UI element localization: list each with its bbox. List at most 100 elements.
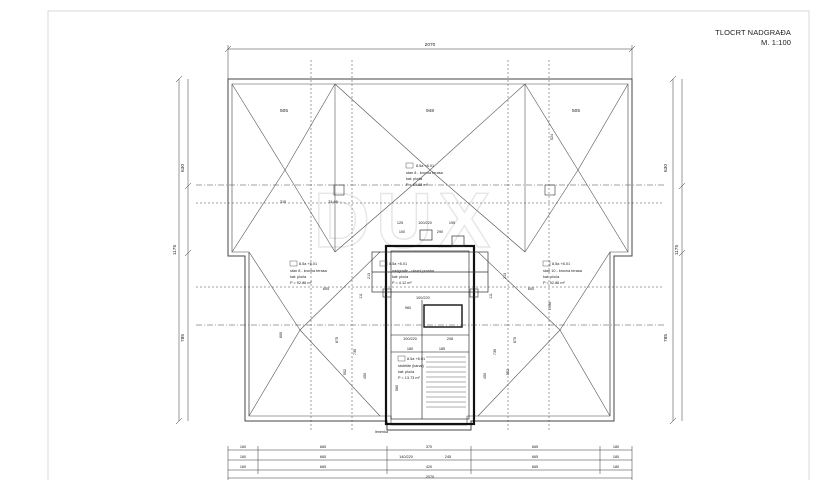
- roof-hips: [231, 83, 629, 417]
- dim-bottom-r2-1: 160: [240, 455, 246, 459]
- left-vertical-dims: [175, 75, 192, 425]
- dim-top-seg2: 948: [426, 108, 434, 114]
- dim-bottom-r2-3: 140/220: [399, 455, 413, 459]
- dim-bottom-r3-5: 180: [613, 465, 619, 469]
- dim-inner-right8: 450: [483, 373, 487, 379]
- dim-bottom-r2-6: 180: [613, 455, 619, 459]
- dim-bottom-r3-4: 665: [532, 465, 538, 469]
- dim-stair-inner1: 960: [405, 306, 411, 310]
- svg-text:P = 80.88 m²: P = 80.88 m²: [406, 183, 429, 187]
- dim-stair-inner2: 100/220: [403, 337, 417, 341]
- dim-overall-width: 2070: [425, 42, 436, 48]
- dim-inner-left6: 735: [353, 349, 357, 355]
- dim-inner-left7: 552: [343, 369, 347, 375]
- dim-inner-left1: 605: [323, 287, 329, 291]
- dim-bottom-r1-3: 370: [426, 445, 432, 449]
- svg-text:P = 92.86 m²: P = 92.86 m²: [543, 281, 566, 285]
- dim-inner-right4: 1998: [548, 302, 552, 310]
- dim-right-v1: 630: [663, 164, 669, 172]
- svg-text:stan 10 - krovna terasa: stan 10 - krovna terasa: [543, 269, 583, 273]
- sheet-border: [47, 10, 810, 480]
- dim-inner-left4: 600: [279, 332, 283, 338]
- dim-bottom-r3-3: 420: [426, 465, 432, 469]
- svg-text:8.5a +8.01: 8.5a +8.01: [416, 164, 434, 168]
- svg-text:P = 13.73 m²: P = 13.73 m²: [398, 376, 421, 380]
- dim-inner-left8: 450: [363, 373, 367, 379]
- dim-inner-left3: 213: [367, 273, 371, 279]
- dim-inner-left2: 111: [359, 293, 363, 299]
- dim-stair-top2: 100/220: [418, 221, 432, 225]
- top-dimension: [224, 45, 636, 80]
- dim-inner-left5: 875: [335, 337, 339, 343]
- svg-text:kat: ploča: kat: ploča: [398, 370, 415, 374]
- svg-text:nadgrađe - ulazni prostor: nadgrađe - ulazni prostor: [392, 269, 435, 273]
- stair-core: [384, 244, 476, 426]
- dim-stair-inner4: 208: [447, 337, 453, 341]
- dim-bottom-r1-5: 180: [613, 445, 619, 449]
- dim-overall-bottom: 2070: [426, 475, 434, 479]
- room-label-r2: 8.5a +8.01 stan 8 - krovna terasa kat: p…: [289, 260, 328, 285]
- dim-bottom-r1-4: 665: [532, 445, 538, 449]
- dim-inner-right2: 111: [489, 293, 493, 299]
- section-lines: [196, 60, 664, 430]
- dim-misc-315: 315: [280, 200, 286, 204]
- room-label-r5: 8.5a +8.01 stubište (kanal) kat: ploča P…: [397, 355, 425, 380]
- room-label-r1: 8.5a +8.01 stan 8 - krovna terasa kat: p…: [405, 162, 444, 187]
- room-label-r4: 8.5a +8.01 stan 10 - krovna terasa kat: …: [542, 260, 583, 285]
- bottom-dims: [227, 446, 633, 480]
- svg-text:kat: ploča: kat: ploča: [392, 275, 409, 279]
- svg-text:8.5a +8.01: 8.5a +8.01: [299, 262, 317, 266]
- dim-inner-right1: 600: [528, 287, 534, 291]
- dim-bottom-r2-2: 665: [320, 455, 326, 459]
- right-vertical-dims: [669, 75, 686, 425]
- room-label-r3: 8.5a +8.01 nadgrađe - ulazni prostor kat…: [379, 260, 435, 285]
- title-block: TLOCRT NADGRAĐA M. 1:100: [715, 28, 791, 48]
- watermark: DUX: [314, 176, 497, 264]
- dim-bottom-r2-5: 665: [532, 455, 538, 459]
- svg-text:kat: ploča: kat: ploča: [543, 275, 560, 279]
- stair-note: limenka: [375, 430, 389, 434]
- svg-text:8.5a +8.01: 8.5a +8.01: [389, 262, 407, 266]
- svg-text:stan 8 - krovna terasa: stan 8 - krovna terasa: [290, 269, 328, 273]
- svg-text:8.5a +8.01: 8.5a +8.01: [407, 357, 425, 361]
- stair-treads: [426, 356, 466, 408]
- svg-text:kat: ploča: kat: ploča: [290, 275, 307, 279]
- svg-text:stubište (kanal): stubište (kanal): [398, 364, 424, 368]
- dim-bottom-r1-1: 160: [240, 445, 246, 449]
- dim-left-v2: 1175: [172, 245, 178, 256]
- dim-stair-inner6: 580: [395, 385, 399, 391]
- dim-misc-3145: 31.45: [328, 200, 338, 204]
- dim-right-v3: 785: [663, 334, 669, 342]
- svg-text:stan 8 - krovna terasa: stan 8 - krovna terasa: [406, 171, 444, 175]
- svg-text:P = 4.12 m²: P = 4.12 m²: [392, 281, 412, 285]
- drawing-title: TLOCRT NADGRAĐA: [715, 28, 791, 37]
- dim-inner-right6: 735: [493, 349, 497, 355]
- entry-room: [371, 229, 489, 293]
- dim-bottom-r2-4: 245: [445, 455, 451, 459]
- dim-stair-top5: 290: [437, 230, 443, 234]
- dim-left-v3: 785: [180, 334, 186, 342]
- dim-bottom-r1-2: 665: [320, 445, 326, 449]
- drawing-scale: M. 1:100: [761, 38, 791, 47]
- svg-text:kat: ploča: kat: ploča: [406, 177, 423, 181]
- door-label: 100/220: [416, 296, 430, 300]
- dim-stair-top1: 125: [397, 221, 403, 225]
- dim-inner-right3: 213: [503, 273, 507, 279]
- svg-text:P = 92.86 m²: P = 92.86 m²: [290, 281, 313, 285]
- dim-stair-inner5: 185: [439, 347, 445, 351]
- dim-right-v2: 1175: [674, 245, 680, 256]
- dim-top-seg1: 505: [280, 108, 288, 114]
- dim-stair-top3: 195: [449, 221, 455, 225]
- dim-left-v1: 630: [180, 164, 186, 172]
- dim-misc-524: 524: [550, 134, 554, 140]
- dim-bottom-r3-1: 160: [240, 465, 246, 469]
- dim-inner-right5: 875: [513, 337, 517, 343]
- svg-text:8.5a +8.01: 8.5a +8.01: [552, 262, 570, 266]
- dim-bottom-r3-2: 665: [320, 465, 326, 469]
- dim-stair-top4: 100: [399, 230, 405, 234]
- dim-stair-inner3: 180: [407, 347, 413, 351]
- dim-inner-right7: 552: [506, 369, 510, 375]
- dim-top-seg3: 505: [572, 108, 580, 114]
